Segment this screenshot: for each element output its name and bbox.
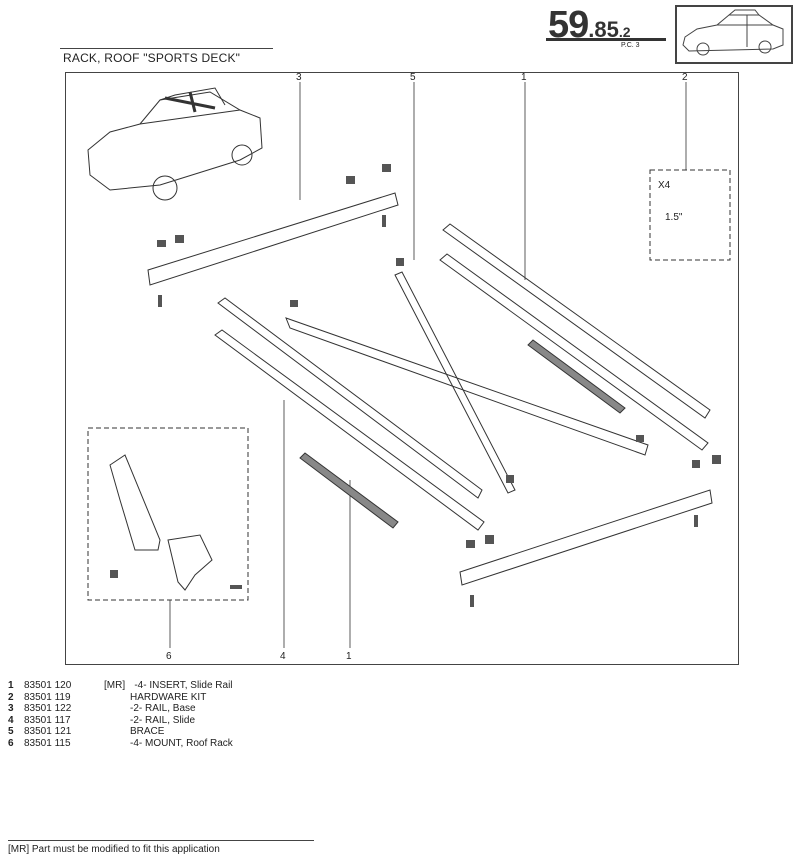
callouts: 3 5 1 2 6 4 1 — [166, 72, 688, 662]
part-description: -4- MOUNT, Roof Rack — [130, 737, 233, 749]
parts-row: 2 83501 119 HARDWARE KIT — [8, 692, 233, 704]
parts-row: 5 83501 121 BRACE — [8, 726, 233, 738]
callout-1-top: 1 — [521, 72, 527, 83]
fasteners — [110, 164, 721, 607]
parts-row: 1 83501 120 [MR] -4- INSERT, Slide Rail — [8, 680, 233, 692]
insert-2 — [527, 339, 626, 414]
callout-4: 4 — [280, 651, 286, 662]
part-note: [MR] — [104, 680, 126, 691]
pc-label: P.C. 3 — [621, 42, 640, 49]
vehicle-thumbnail — [675, 5, 793, 64]
item-number: 6 — [8, 737, 14, 749]
item-number: 2 — [8, 691, 14, 703]
base-rail-upper — [147, 192, 399, 286]
diagram-frame — [65, 72, 739, 665]
hardware-kit-box — [649, 169, 731, 261]
item-number: 4 — [8, 714, 14, 726]
callout-2: 2 — [682, 72, 688, 83]
slide-rail-left-2 — [214, 329, 485, 531]
page-title: RACK, ROOF "SPORTS DECK" — [63, 51, 241, 65]
part-number: 83501 120 — [24, 680, 72, 691]
title-rule — [60, 48, 273, 49]
slide-rail-left-1 — [217, 297, 483, 499]
part-number: 83501 122 — [24, 703, 72, 715]
roof-mount — [109, 454, 161, 551]
parts-row: 4 83501 117 -2- RAIL, Slide — [8, 715, 233, 727]
footnote-rule — [8, 840, 314, 841]
item-number: 1 — [8, 680, 14, 691]
page-sub: .2 — [618, 24, 631, 40]
hardware-dimension: 1.5" — [665, 212, 683, 223]
hardware-qty: X4 — [658, 180, 671, 191]
item-number: 5 — [8, 726, 14, 738]
insert-1 — [299, 452, 399, 529]
slide-rail-right-2 — [439, 253, 709, 451]
roof-mount-clamp — [167, 534, 213, 591]
part-description: BRACE — [130, 726, 165, 738]
part-description: -2- RAIL, Slide — [130, 714, 196, 726]
mount-detail-box — [87, 427, 249, 601]
part-description: -2- RAIL, Base — [130, 703, 196, 715]
part-description: HARDWARE KIT — [130, 691, 207, 703]
page-number-rule — [546, 38, 666, 41]
part-number: 83501 119 — [24, 691, 71, 703]
base-rail-lower — [459, 489, 713, 586]
parts-row: 6 83501 115 -4- MOUNT, Roof Rack — [8, 738, 233, 750]
item-number: 3 — [8, 703, 14, 715]
footnote: [MR] Part must be modified to fit this a… — [8, 844, 220, 855]
page-minor: .85 — [588, 17, 619, 42]
brace-diagonal-1 — [285, 317, 649, 456]
callout-3: 3 — [296, 72, 302, 83]
slide-rail-right-1 — [442, 223, 711, 419]
callout-leaders — [169, 82, 687, 648]
brace-diagonal-2 — [394, 271, 516, 494]
car-illustration — [87, 87, 263, 201]
part-description: -4- INSERT, Slide Rail — [134, 680, 233, 691]
callout-6: 6 — [166, 651, 172, 662]
part-number: 83501 115 — [24, 737, 71, 749]
callout-5: 5 — [410, 72, 416, 83]
parts-row: 3 83501 122 -2- RAIL, Base — [8, 703, 233, 715]
part-number: 83501 117 — [24, 714, 71, 726]
callout-1-bottom: 1 — [346, 651, 352, 662]
part-number: 83501 121 — [24, 726, 72, 738]
